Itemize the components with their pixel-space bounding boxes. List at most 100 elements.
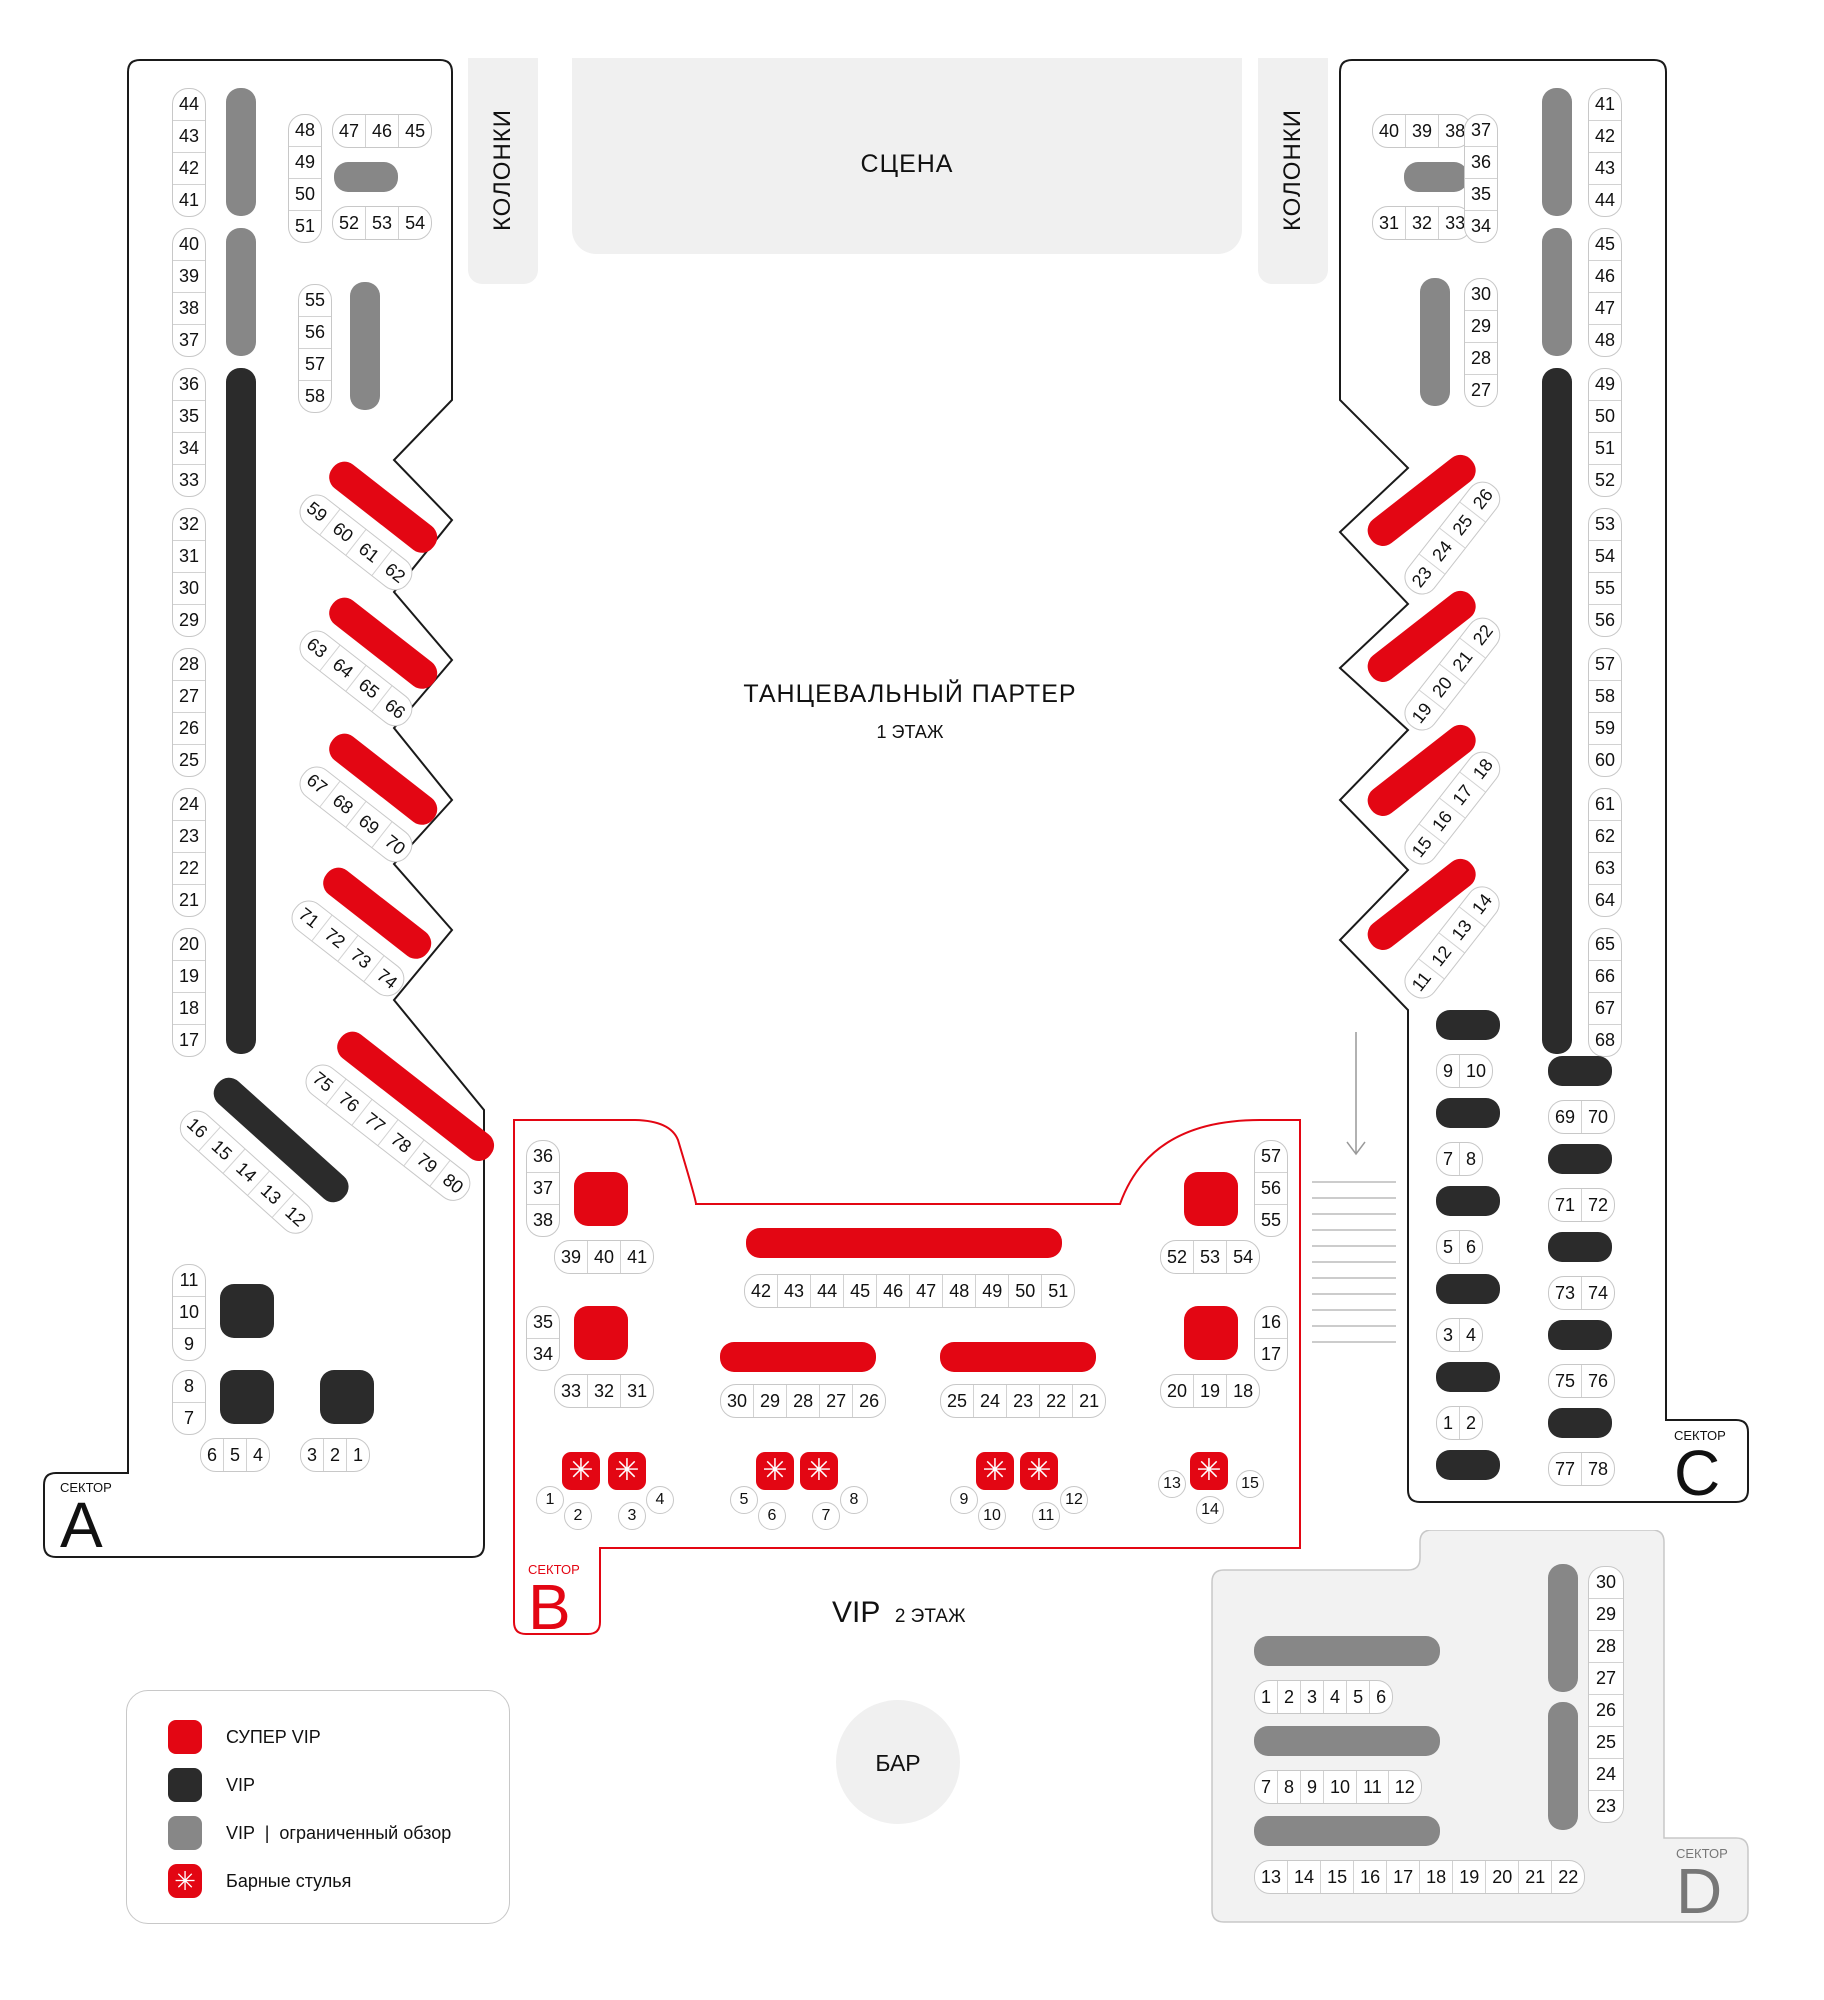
seat-block-vip[interactable] — [1436, 1274, 1500, 1304]
seat-group[interactable]: 16 17 — [1254, 1306, 1288, 1371]
asterisk-icon[interactable]: ✳ — [1020, 1452, 1058, 1490]
seat-block-limited[interactable] — [1254, 1726, 1440, 1756]
seat-block-vip[interactable] — [1436, 1010, 1500, 1040]
sector-b-badge[interactable]: СЕКТОР B — [528, 1562, 580, 1639]
seat-group[interactable]: 1 2 3 4 5 6 — [1254, 1680, 1394, 1714]
seat-block-vip[interactable] — [226, 368, 256, 1054]
seat-block-vip[interactable] — [1548, 1408, 1612, 1438]
stool-seat[interactable]: 10 — [978, 1502, 1006, 1530]
seat-block-vip[interactable] — [1542, 368, 1572, 1054]
seat-block-vip[interactable] — [1436, 1450, 1500, 1480]
seat-block-vip[interactable] — [220, 1370, 274, 1424]
stool-seat[interactable]: 14 — [1196, 1496, 1224, 1524]
seat-block-limited[interactable] — [1548, 1702, 1578, 1830]
stool-seat[interactable]: 2 — [564, 1502, 592, 1530]
stool-seat[interactable]: 8 — [840, 1486, 868, 1514]
stool-seat[interactable]: 6 — [758, 1502, 786, 1530]
seat-group[interactable]: 11 10 9 — [172, 1264, 206, 1361]
seat-block-super-vip[interactable] — [746, 1228, 1062, 1258]
asterisk-icon[interactable]: ✳ — [1190, 1452, 1228, 1490]
seat-block-super-vip[interactable] — [574, 1306, 628, 1360]
seat-group[interactable]: 31 32 33 — [1372, 206, 1473, 240]
asterisk-icon[interactable]: ✳ — [608, 1452, 646, 1490]
seat-group[interactable]: 37 36 35 34 — [1464, 114, 1498, 243]
seat-group[interactable]: 30 29 28 27 26 25 24 23 — [1588, 1566, 1624, 1823]
seat-group[interactable]: 33 32 31 — [554, 1374, 655, 1408]
seat-block-limited[interactable] — [1254, 1636, 1440, 1666]
asterisk-icon[interactable]: ✳ — [756, 1452, 794, 1490]
sector-a-badge[interactable]: СЕКТОР A — [60, 1480, 112, 1557]
stool-seat[interactable]: 3 — [618, 1502, 646, 1530]
stool-seat[interactable]: 5 — [730, 1486, 758, 1514]
seat-block-limited[interactable] — [1404, 162, 1468, 192]
seat-block-super-vip[interactable] — [1184, 1306, 1238, 1360]
stool-seat[interactable]: 9 — [950, 1486, 978, 1514]
sector-c-badge[interactable]: СЕКТОР C — [1674, 1428, 1726, 1505]
asterisk-icon[interactable]: ✳ — [562, 1452, 600, 1490]
seat-group[interactable]: 36 37 38 — [526, 1140, 560, 1237]
seat-group[interactable]: 52 53 54 — [332, 206, 433, 240]
stool-seat[interactable]: 13 — [1158, 1470, 1186, 1498]
stool-seat[interactable]: 11 — [1032, 1502, 1060, 1530]
seat-block-limited[interactable] — [1542, 88, 1572, 216]
seat-group[interactable]: 30 29 28 27 26 — [720, 1384, 887, 1418]
stool-seat[interactable]: 15 — [1236, 1470, 1264, 1498]
seat-block-vip[interactable] — [1436, 1362, 1500, 1392]
seat-block-limited[interactable] — [226, 228, 256, 356]
seat-group[interactable]: 40 39 38 — [1372, 114, 1473, 148]
seat-block-limited[interactable] — [334, 162, 398, 192]
seat-group[interactable]: 39 40 41 — [554, 1240, 655, 1274]
seat-block-limited[interactable] — [1542, 228, 1572, 356]
seat-group[interactable]: 48 49 50 51 — [288, 114, 322, 243]
stool-seat[interactable]: 7 — [812, 1502, 840, 1530]
seat-block-super-vip[interactable] — [940, 1342, 1096, 1372]
seat-block-super-vip[interactable] — [1184, 1172, 1238, 1226]
seat-group[interactable]: 52 53 54 — [1160, 1240, 1261, 1274]
asterisk-icon[interactable]: ✳ — [976, 1452, 1014, 1490]
asterisk-icon[interactable]: ✳ — [800, 1452, 838, 1490]
seat-group[interactable]: 7 8 9 10 11 12 — [1254, 1770, 1422, 1804]
stool-seat[interactable]: 1 — [536, 1486, 564, 1514]
stool-seat[interactable]: 12 — [1060, 1486, 1088, 1514]
seat-block-vip[interactable] — [220, 1284, 274, 1338]
seat-block-super-vip[interactable] — [574, 1172, 628, 1226]
seat-block-vip[interactable] — [320, 1370, 374, 1424]
seat-block-vip[interactable] — [1436, 1186, 1500, 1216]
seat-group[interactable]: 30 29 28 27 — [1464, 278, 1498, 407]
seat-group[interactable]: 35 34 — [526, 1306, 560, 1371]
seat-block-limited[interactable] — [226, 88, 256, 216]
seat-block-super-vip[interactable] — [720, 1342, 876, 1372]
seat-group[interactable]: 20 19 18 — [1160, 1374, 1261, 1408]
seat-group[interactable]: 6 5 4 — [200, 1438, 271, 1472]
seat-block-limited[interactable] — [1420, 278, 1450, 406]
seat-group[interactable]: 57 56 55 — [1254, 1140, 1288, 1237]
seat-group[interactable]: 25 24 23 22 21 — [940, 1384, 1107, 1418]
seat-group[interactable]: 55 56 57 58 — [298, 284, 332, 413]
seat-block-vip[interactable] — [1548, 1232, 1612, 1262]
seat-block-vip[interactable] — [1548, 1320, 1612, 1350]
seat-block-vip[interactable] — [1436, 1098, 1500, 1128]
